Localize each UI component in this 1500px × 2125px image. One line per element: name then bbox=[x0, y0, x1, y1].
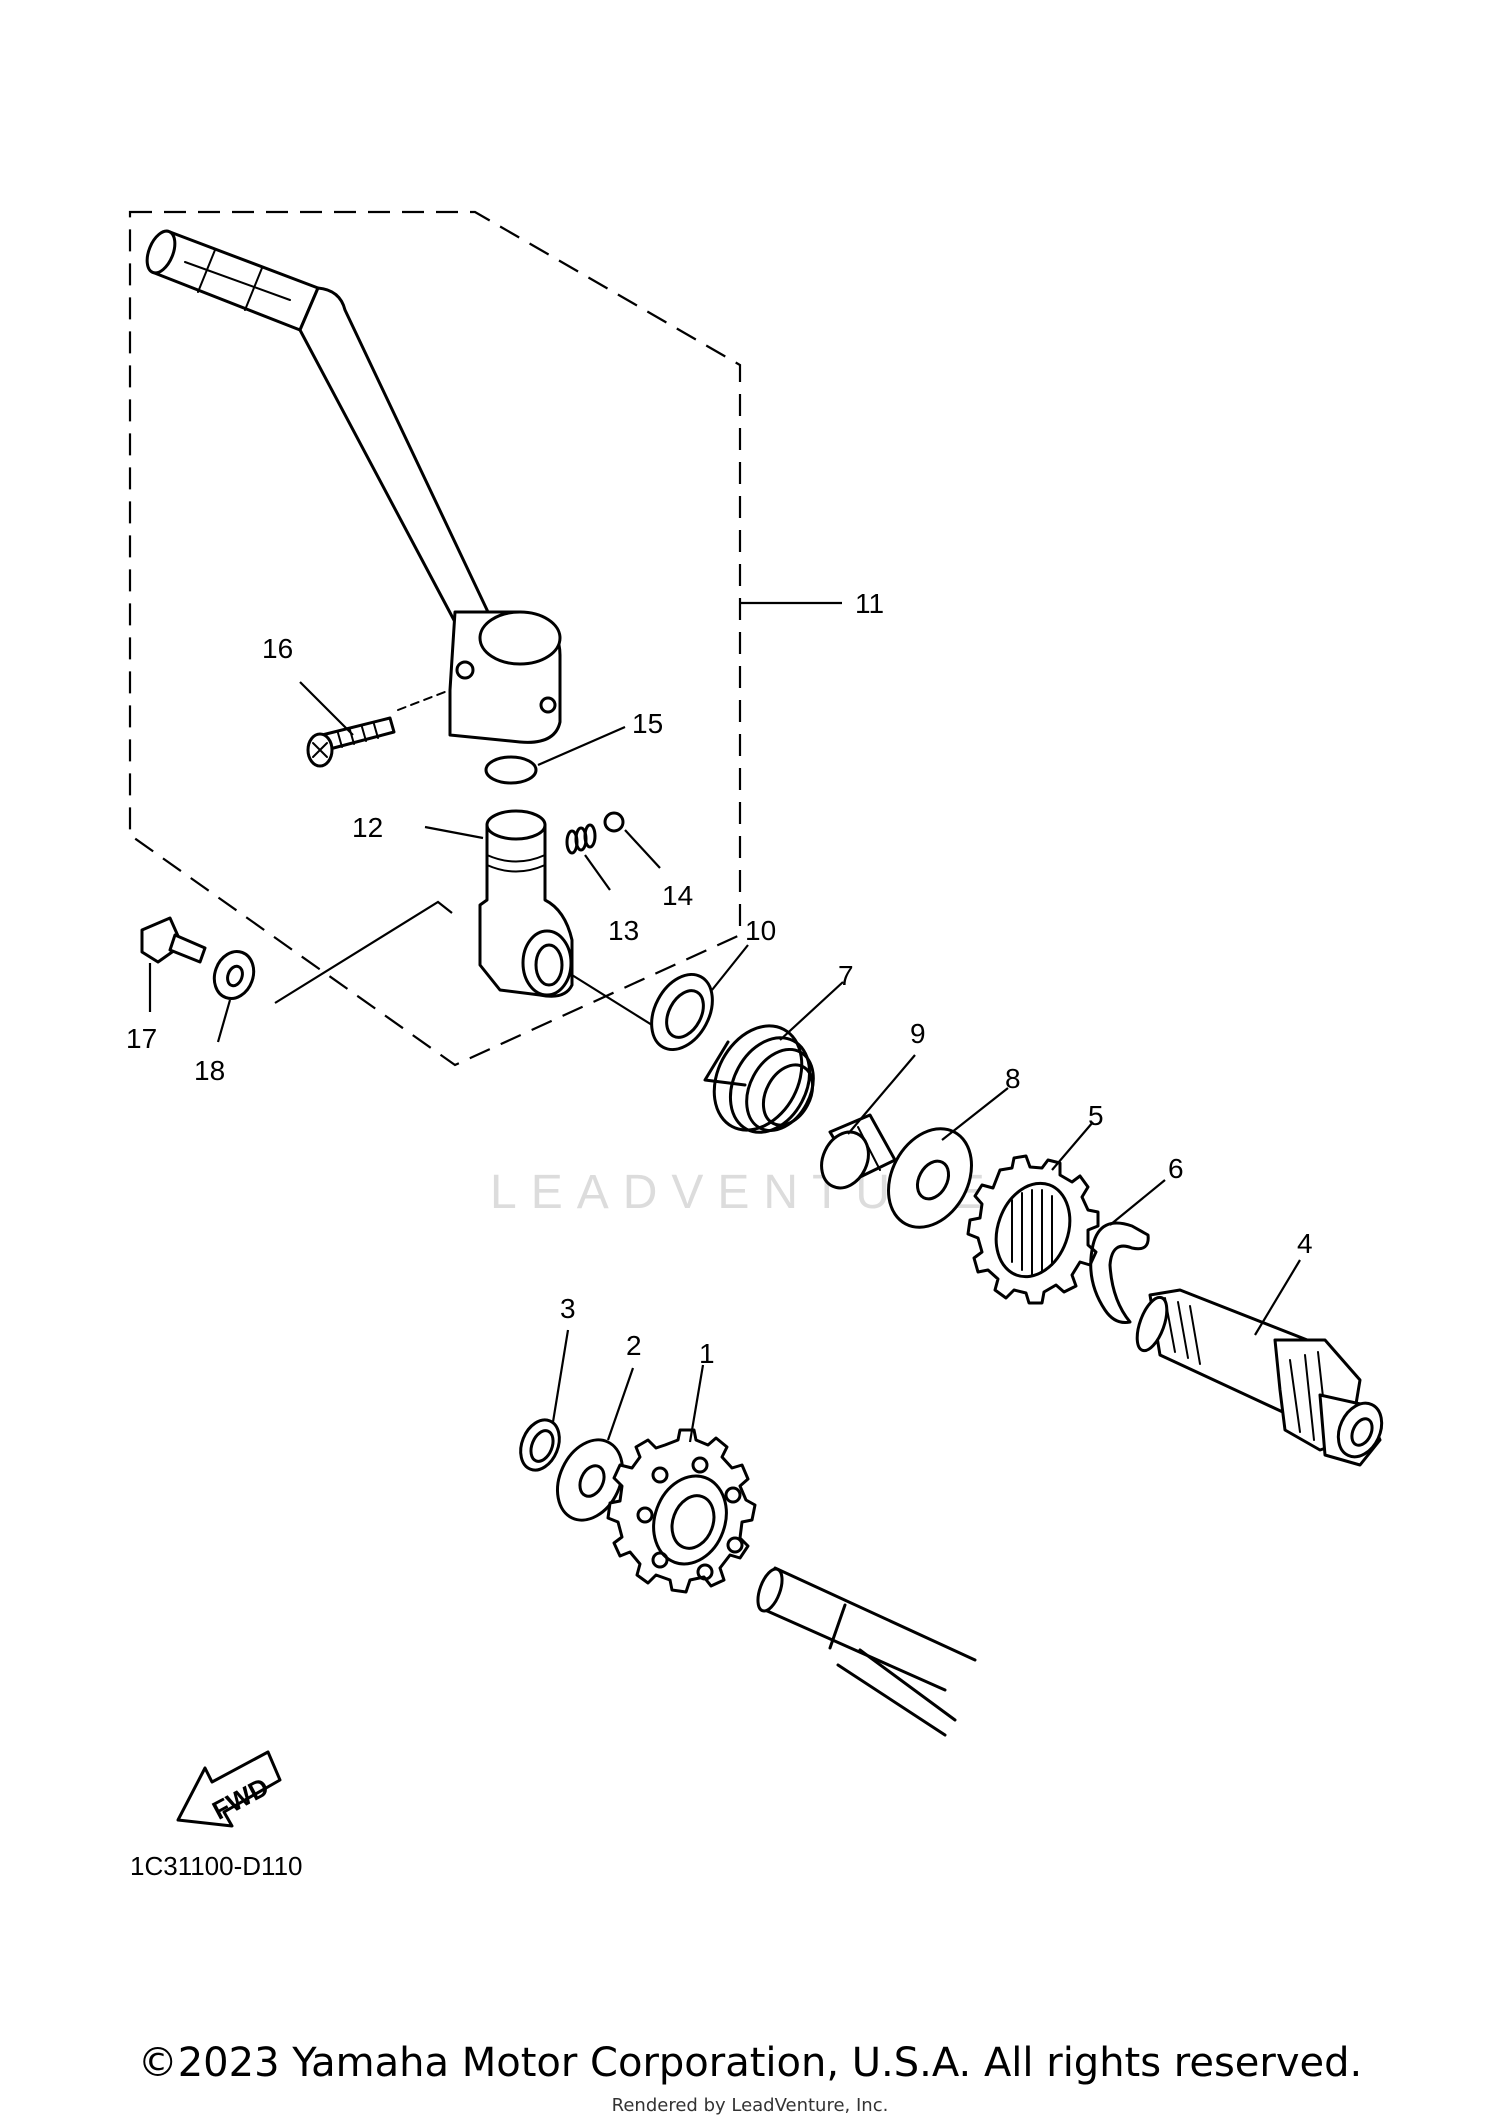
callout-13: 13 bbox=[608, 915, 639, 946]
diagram-code: 1C31100-D110 bbox=[130, 1851, 303, 1881]
torsion-spring-7 bbox=[703, 1024, 815, 1134]
oil-seal-10 bbox=[650, 972, 714, 1052]
kick-axle-4 bbox=[1135, 1288, 1384, 1467]
callout-8: 8 bbox=[1005, 1063, 1021, 1094]
kick-crank-lever bbox=[145, 229, 562, 744]
connector-line bbox=[274, 900, 453, 1004]
fwd-arrow-icon: FWD bbox=[176, 1750, 282, 1828]
callout-4: 4 bbox=[1297, 1228, 1313, 1259]
rendered-by-notice: Rendered by LeadVenture, Inc. bbox=[611, 2095, 889, 2116]
callout-10: 10 bbox=[745, 915, 776, 946]
callout-5: 5 bbox=[1088, 1100, 1104, 1131]
callout-9: 9 bbox=[910, 1018, 926, 1049]
washer-18 bbox=[212, 950, 256, 1000]
ball-14 bbox=[603, 811, 625, 833]
guide-9 bbox=[820, 1113, 897, 1190]
callout-12: 12 bbox=[352, 812, 383, 843]
callout-1: 1 bbox=[699, 1338, 715, 1369]
callout-14: 14 bbox=[662, 880, 693, 911]
callout-7: 7 bbox=[838, 960, 854, 991]
callout-2: 2 bbox=[626, 1330, 642, 1361]
washer-8 bbox=[887, 1127, 973, 1229]
copyright-notice: ©2023 Yamaha Motor Corporation, U.S.A. A… bbox=[137, 2040, 1363, 2086]
assembly-11-outline bbox=[128, 210, 742, 1067]
shaft bbox=[756, 1566, 977, 1737]
clip-6 bbox=[1089, 1221, 1150, 1324]
washer-2 bbox=[556, 1438, 624, 1522]
spring-13 bbox=[565, 823, 597, 855]
bolt-16 bbox=[306, 689, 451, 768]
kick-gear-5 bbox=[966, 1154, 1100, 1305]
callout-15: 15 bbox=[632, 708, 663, 739]
kick-shaft-boss-12 bbox=[478, 809, 574, 998]
callout-16: 16 bbox=[262, 633, 293, 664]
bolt-17 bbox=[140, 916, 207, 964]
callout-3: 3 bbox=[560, 1293, 576, 1324]
circlip-3 bbox=[519, 1418, 561, 1472]
callout-18: 18 bbox=[194, 1055, 225, 1086]
callout-11: 11 bbox=[855, 588, 884, 619]
callout-6: 6 bbox=[1168, 1153, 1184, 1184]
leader-lines bbox=[148, 601, 1301, 1443]
o-ring-15 bbox=[484, 755, 538, 785]
callout-17: 17 bbox=[126, 1023, 157, 1054]
idle-gear-1 bbox=[606, 1428, 757, 1594]
